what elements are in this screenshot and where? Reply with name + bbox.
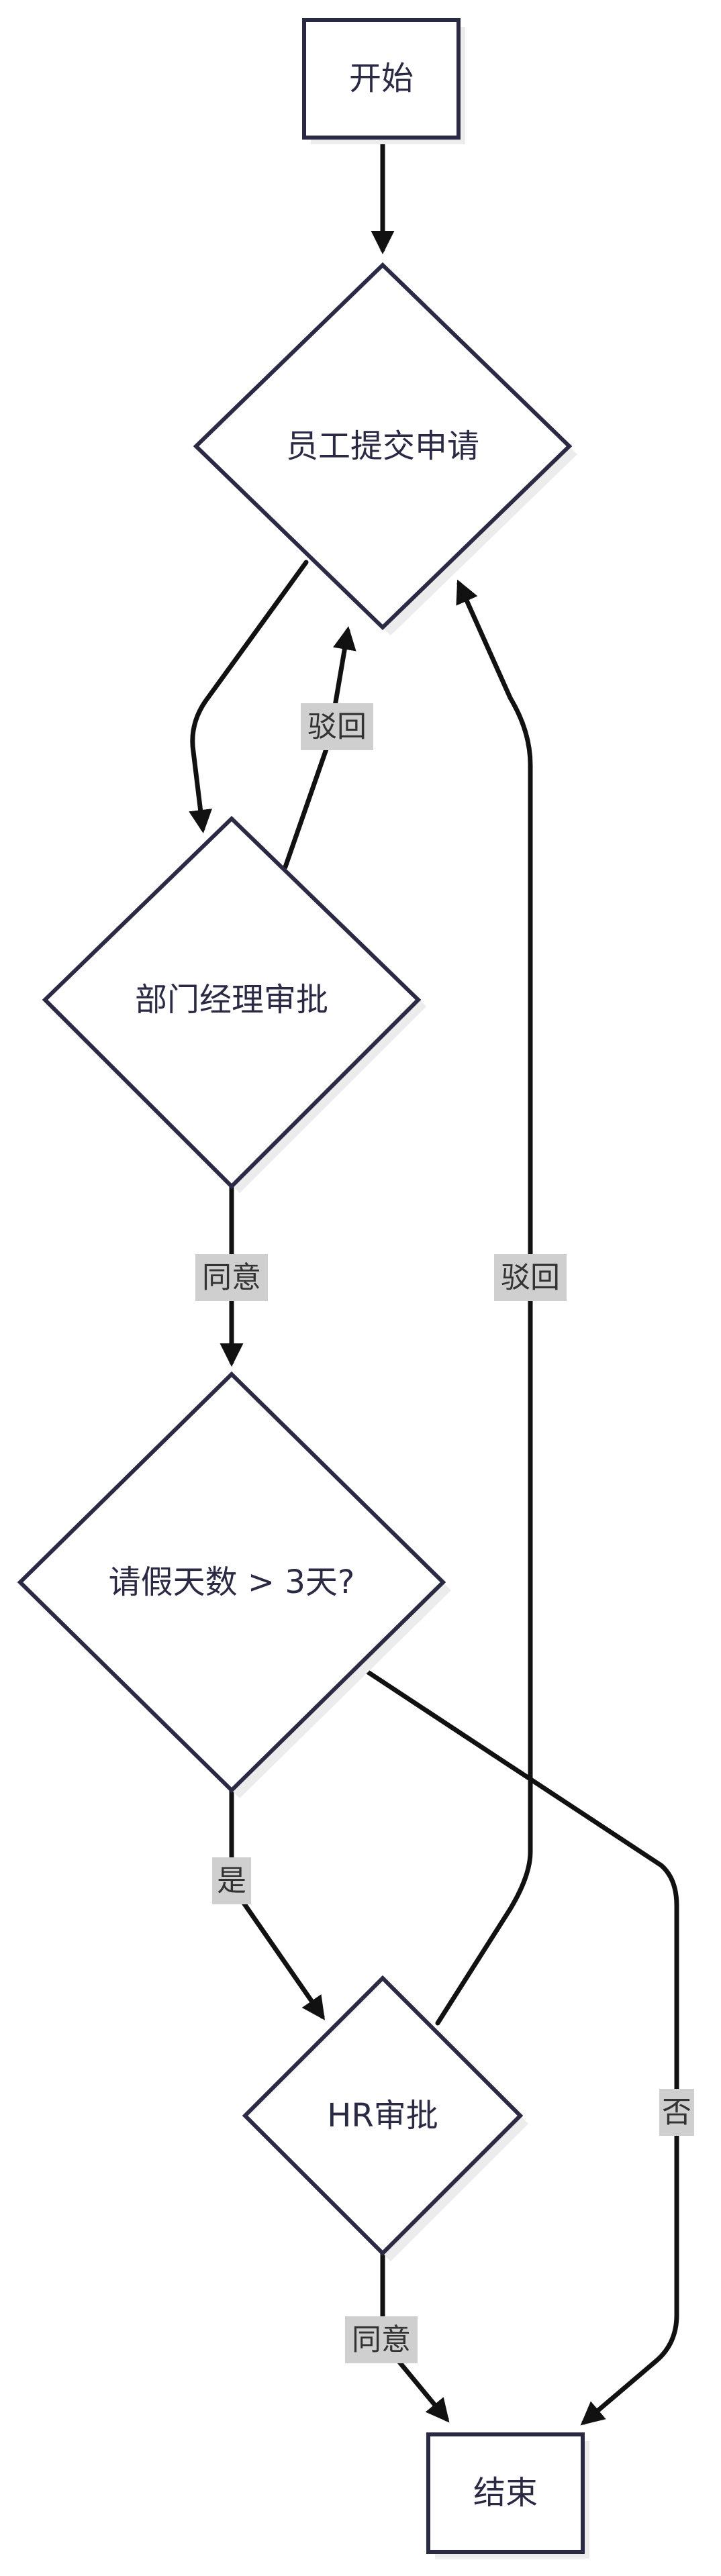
edge-label-no: 否: [659, 2089, 694, 2136]
node-hr-label: HR审批: [327, 2097, 438, 2134]
edge-label-manager-approve-text: 同意: [202, 1261, 261, 1295]
edge-submit-to-manager: [189, 560, 309, 833]
node-start-label: 开始: [349, 60, 414, 97]
edge-label-manager-reject-text: 驳回: [307, 710, 367, 744]
edge-label-hr-approve: 同意: [345, 2316, 418, 2363]
edge-label-hr-reject-text: 驳回: [501, 1261, 560, 1295]
edge-label-manager-reject: 驳回: [301, 703, 373, 750]
node-days-check-label: 请假天数 > 3天?: [109, 1563, 355, 1601]
edge-label-manager-approve: 同意: [195, 1254, 268, 1301]
node-submit-label: 员工提交申请: [286, 427, 479, 465]
edge-label-no-text: 否: [662, 2096, 691, 2130]
node-submit: 员工提交申请: [193, 262, 577, 635]
node-hr: HR审批: [242, 1975, 528, 2261]
node-manager: 部门经理审批: [42, 815, 426, 1193]
node-manager-label: 部门经理审批: [135, 981, 328, 1019]
node-end: 结束: [426, 2432, 589, 2559]
edge-label-yes: 是: [212, 1857, 251, 1904]
node-start: 开始: [302, 18, 465, 144]
edge-label-hr-approve-text: 同意: [352, 2323, 411, 2357]
node-end-label: 结束: [473, 2474, 538, 2512]
edge-label-hr-reject: 驳回: [494, 1254, 567, 1301]
node-days-check: 请假天数 > 3天?: [17, 1371, 451, 1798]
edge-label-yes-text: 是: [217, 1864, 246, 1898]
edge-hr-reject: [435, 579, 533, 2026]
